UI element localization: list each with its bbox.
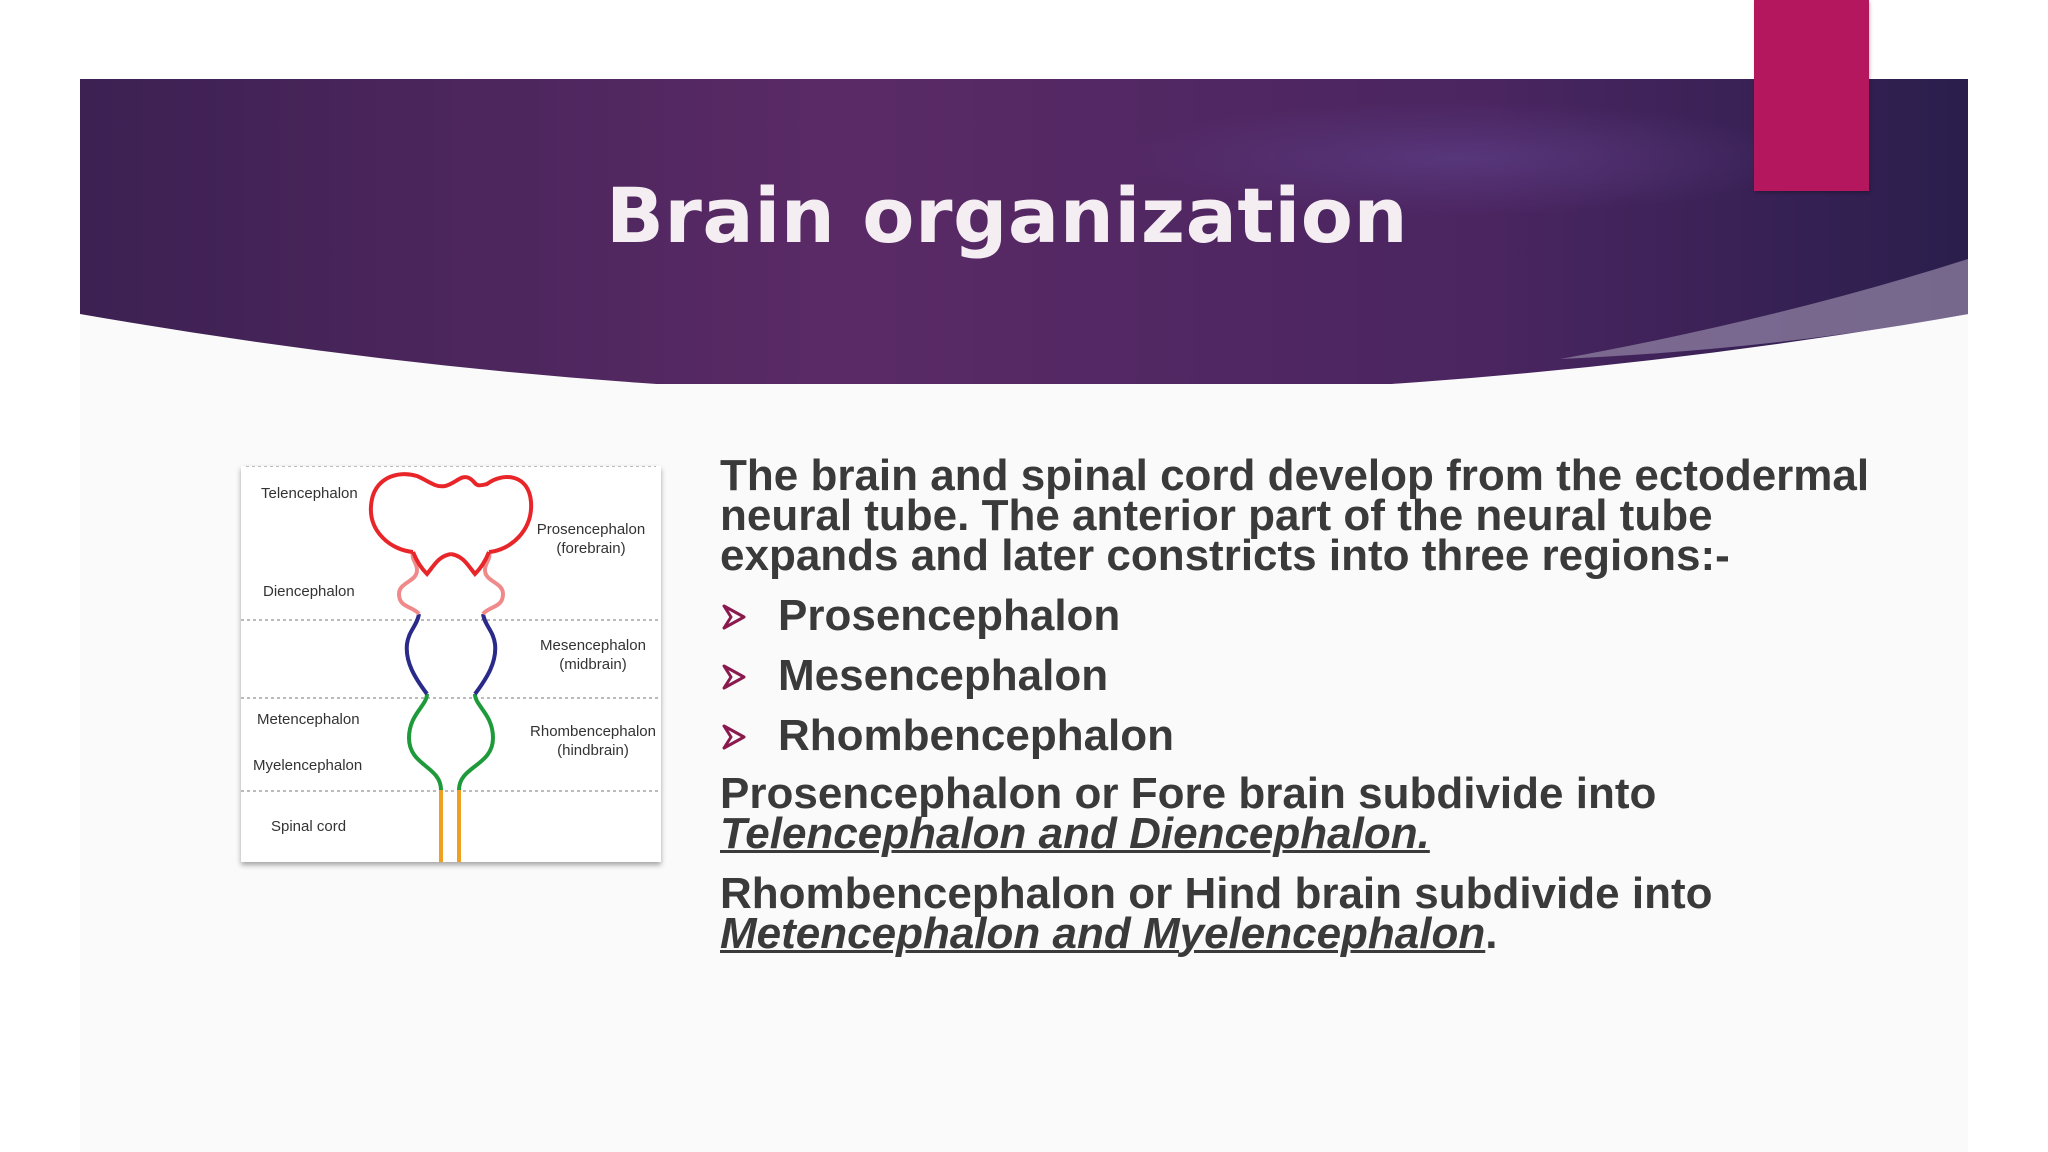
list-item-label: Rhombencephalon (778, 711, 1175, 760)
slide-body: The brain and spinal cord develop from t… (720, 451, 1880, 956)
mesencephalon-shape (404, 613, 498, 696)
telencephalon-shape (368, 472, 534, 577)
list-item-label: Prosencephalon (778, 591, 1121, 640)
arrow-bullet-icon (722, 664, 746, 690)
label-forebrain: (forebrain) (556, 540, 625, 557)
list-item: Mesencephalon (720, 646, 1880, 706)
arrow-bullet-icon (722, 724, 746, 750)
prosencephalon-text: Prosencephalon or Fore brain subdivide i… (720, 769, 1657, 818)
label-mesencephalon: Mesencephalon (540, 637, 646, 654)
rhombencephalon-text: Rhombencephalon or Hind brain subdivide … (720, 869, 1713, 918)
period: . (1485, 909, 1498, 958)
label-prosencephalon: Prosencephalon (537, 521, 645, 538)
label-midbrain: (midbrain) (559, 656, 627, 673)
list-item: Prosencephalon (720, 586, 1880, 646)
prosencephalon-paragraph: Prosencephalon or Fore brain subdivide i… (720, 772, 1880, 856)
label-telencephalon: Telencephalon (261, 485, 358, 502)
spinal-cord-shape (439, 790, 461, 862)
accent-tab (1754, 0, 1869, 191)
label-metencephalon: Metencephalon (257, 711, 360, 728)
slide-title: Brain organization (606, 171, 1409, 260)
prosencephalon-subdivisions: Telencephalon and Diencephalon. (720, 809, 1430, 858)
rhombencephalon-shape (406, 693, 496, 791)
title-banner (80, 79, 1968, 384)
label-rhombencephalon: Rhombencephalon (530, 723, 656, 740)
region-list: Prosencephalon Mesencephalon Rhombenceph… (720, 586, 1880, 766)
rhombencephalon-subdivisions: Metencephalon and Myelencephalon (720, 909, 1486, 958)
list-item-label: Mesencephalon (778, 651, 1109, 700)
intro-paragraph: The brain and spinal cord develop from t… (720, 451, 1870, 580)
label-spinal-cord: Spinal cord (271, 818, 346, 835)
label-diencephalon: Diencephalon (263, 583, 355, 600)
arrow-bullet-icon (722, 604, 746, 630)
diencephalon-shape (396, 551, 506, 616)
brain-development-diagram: Telencephalon Diencephalon Prosencephalo… (241, 466, 661, 862)
list-item: Rhombencephalon (720, 706, 1880, 766)
rhombencephalon-paragraph: Rhombencephalon or Hind brain subdivide … (720, 872, 1880, 956)
label-hindbrain: (hindbrain) (557, 742, 629, 759)
label-myelencephalon: Myelencephalon (253, 757, 362, 774)
